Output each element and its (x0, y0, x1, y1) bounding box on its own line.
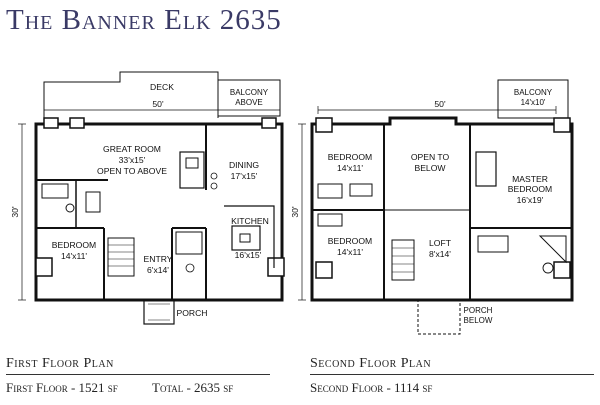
total-area: Total - 2635 sf (152, 380, 234, 395)
second-caption-rule (310, 374, 594, 375)
open-below-label: BELOW (414, 163, 446, 173)
deck-label: DECK (150, 82, 174, 92)
second-floor-labels: BALCONY 14'x10' 50' 30' BEDROOM 14'x11' … (290, 88, 553, 325)
entry-size: 6'x14' (147, 265, 169, 275)
second-floor-area: Second Floor - 1114 sf (310, 380, 433, 395)
second-balcony-label: BALCONY (514, 88, 553, 97)
loft-label: LOFT (429, 238, 452, 248)
balcony-above-label: ABOVE (235, 98, 263, 107)
dining-label: DINING (229, 160, 259, 170)
great-room-size: 33'x15' (119, 155, 146, 165)
second-floor-plan (298, 79, 574, 335)
bedroom-a-label: BEDROOM (328, 152, 372, 162)
second-width-dimension: 50' (434, 99, 446, 109)
dining-size: 17'x15' (231, 171, 258, 181)
great-room-label: GREAT ROOM (103, 144, 161, 154)
master-bedroom-label: BEDROOM (508, 184, 552, 194)
entry-label: ENTRY (144, 254, 173, 264)
bedroom-b-label: BEDROOM (328, 236, 372, 246)
first-bedroom-label: BEDROOM (52, 240, 96, 250)
bedroom-b-size: 14'x11' (337, 247, 363, 257)
porch-label: PORCH (176, 308, 207, 318)
great-room-note: OPEN TO ABOVE (97, 166, 167, 176)
kitchen-label: KITCHEN (231, 216, 269, 226)
balcony-label: BALCONY (230, 88, 269, 97)
first-floor-labels: DECK BALCONY ABOVE 50' 30' GREAT ROOM 33… (10, 82, 269, 318)
second-depth-dimension: 30' (290, 206, 300, 218)
porch-below-label-2: BELOW (464, 316, 493, 325)
first-caption-rule (6, 374, 270, 375)
second-floor-heading: Second Floor Plan (310, 356, 432, 371)
second-balcony-size: 14'x10' (521, 98, 546, 107)
first-depth-dimension: 30' (10, 206, 20, 218)
first-bedroom-size: 14'x11' (61, 251, 87, 261)
open-to-label: OPEN TO (411, 152, 450, 162)
bedroom-a-size: 14'x11' (337, 163, 363, 173)
first-floor-plan (18, 71, 285, 325)
master-label: MASTER (512, 174, 548, 184)
loft-size: 8'x14' (429, 249, 451, 259)
porch-below-label: PORCH (464, 306, 493, 315)
master-size: 16'x19' (517, 195, 544, 205)
first-floor-area: First Floor - 1521 sf (6, 380, 118, 395)
first-floor-heading: First Floor Plan (6, 356, 114, 371)
kitchen-size: 16'x15' (235, 250, 262, 260)
plan-title: The Banner Elk 2635 (6, 4, 282, 36)
first-width-dimension: 50' (152, 99, 164, 109)
